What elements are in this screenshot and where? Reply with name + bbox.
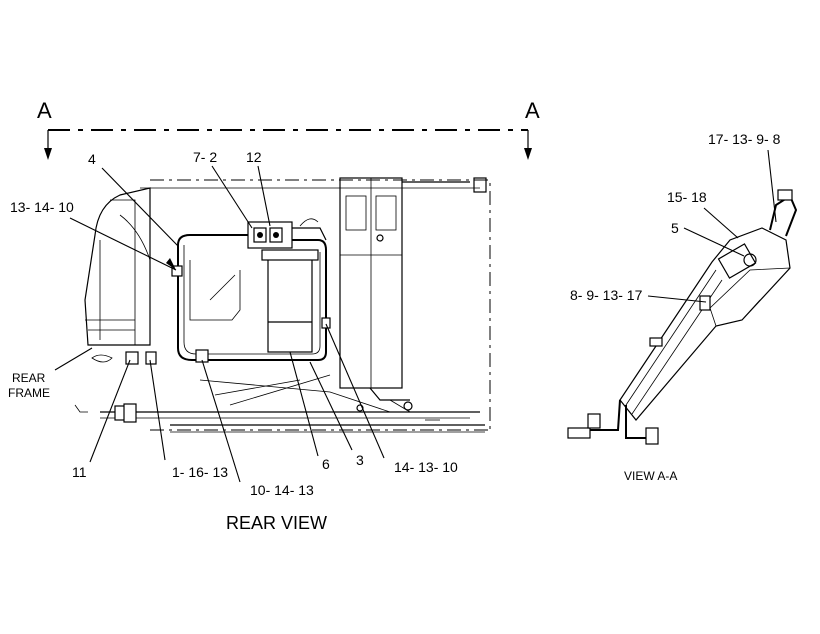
rear-frame-label-line2: FRAME [8,386,50,400]
captions: REAR FRAME REAR VIEW VIEW A-A [8,371,677,533]
view-a-a-drawing [567,189,798,445]
callout-17-13-9-8: 17- 13- 9- 8 [708,131,781,147]
callout-11: 11 [72,464,87,480]
view-a-a-caption: VIEW A-A [624,469,677,483]
callout-3: 3 [356,452,364,468]
section-mark-right: A [525,98,540,123]
rear-view-drawing [74,177,491,433]
callout-14-13-10: 14- 13- 10 [394,459,458,475]
callout-4: 4 [88,151,96,167]
callout-1-16-13: 1- 16- 13 [172,464,228,480]
callout-10-14-13: 10- 14- 13 [250,482,314,498]
rear-frame-label-line1: REAR [12,371,46,385]
section-line-a-a: A A [37,98,540,160]
callout-13-14-10: 13- 14- 10 [10,199,74,215]
callout-15-18: 15- 18 [667,189,707,205]
callout-labels: 4 7- 2 12 13- 14- 10 11 1- 16- 13 10- 14… [10,131,781,498]
callout-7-2: 7- 2 [193,149,217,165]
section-mark-left: A [37,98,52,123]
callout-12: 12 [246,149,262,165]
callout-8-9-13-17: 8- 9- 13- 17 [570,287,643,303]
leader-lines [54,149,777,483]
rear-view-caption: REAR VIEW [226,513,327,533]
callout-6: 6 [322,456,330,472]
callout-5: 5 [671,220,679,236]
